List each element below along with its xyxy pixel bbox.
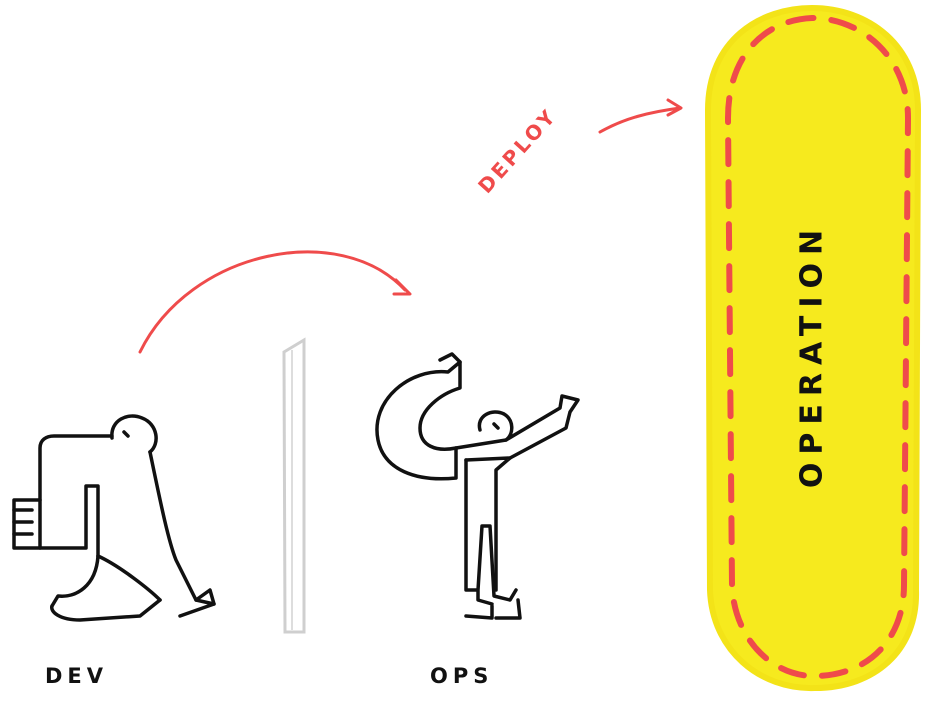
wall-divider	[284, 340, 304, 632]
dev-label: DEV	[45, 664, 108, 688]
ops-label: OPS	[430, 664, 493, 688]
operation-label: OPERATION	[795, 222, 830, 488]
throw-arrow-curve	[140, 252, 405, 352]
ops-figure	[377, 354, 578, 618]
deploy-arrow-curve	[600, 108, 680, 132]
wall-shape	[284, 340, 304, 632]
deploy-arrow	[600, 100, 681, 132]
throw-arrow-head	[394, 280, 410, 294]
dev-figure	[14, 416, 214, 620]
throw-arrow	[140, 252, 410, 352]
